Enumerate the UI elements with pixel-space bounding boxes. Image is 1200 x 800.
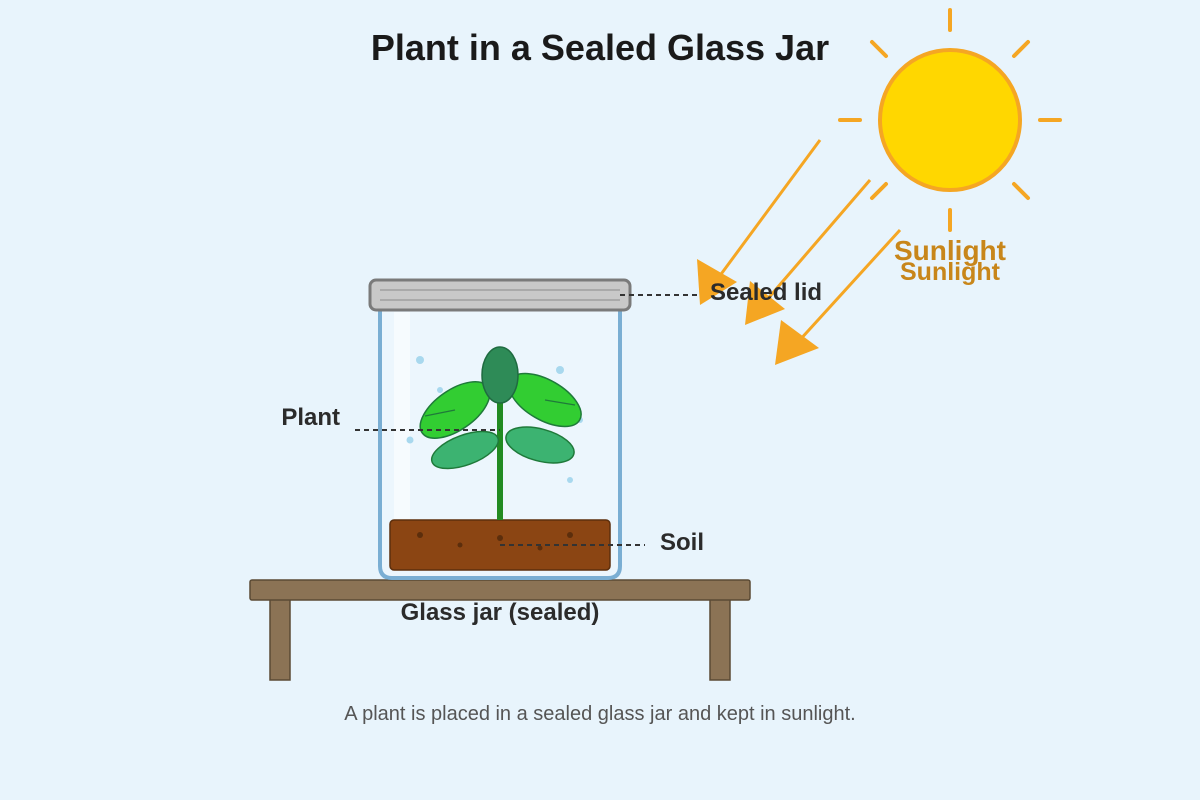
sun-icon — [838, 8, 1062, 232]
sunlight-arrow — [714, 139, 822, 282]
table — [249, 579, 751, 681]
sunlight-label-echo: Sunlight — [900, 258, 1001, 286]
jar-highlight — [394, 312, 410, 522]
sunlight-arrow — [763, 179, 872, 303]
soil-label: Soil — [660, 529, 704, 556]
moisture-droplets — [406, 356, 583, 483]
droplet — [406, 436, 414, 444]
leaf-lower-right — [505, 426, 575, 464]
soil-specks — [417, 532, 573, 551]
sealed-lid — [368, 278, 632, 312]
leaf-vein — [544, 399, 576, 406]
leaf-vein — [424, 409, 456, 417]
lid-body — [368, 278, 632, 312]
plant — [419, 346, 582, 520]
droplet — [556, 366, 564, 374]
table-top — [249, 579, 751, 601]
jar-label: Glass jar (sealed) — [401, 599, 600, 626]
sun-rays — [838, 8, 1062, 232]
leader-lines — [355, 294, 700, 546]
sunlight-arrowhead — [745, 281, 785, 325]
page-title: Plant in a Sealed Glass Jar — [371, 27, 829, 68]
sunlight-label: Sunlight — [894, 235, 1006, 266]
droplet — [567, 477, 573, 483]
table-leg-right — [709, 597, 731, 681]
plant-label: Plant — [281, 404, 340, 431]
table-leg-left — [269, 597, 291, 681]
sunlight-arrowhead — [697, 259, 737, 305]
plant-bud — [481, 346, 519, 404]
sunlight-arrow — [796, 228, 902, 344]
sunlight-arrowhead — [775, 320, 819, 365]
sunlight-arrows — [697, 139, 902, 365]
sun-disc — [878, 48, 1022, 192]
leaf-lower-left — [430, 430, 500, 470]
droplet — [416, 356, 424, 364]
lid-label: Sealed lid — [710, 279, 822, 306]
diagram-caption: A plant is placed in a sealed glass jar … — [344, 703, 855, 725]
droplet — [437, 387, 443, 393]
